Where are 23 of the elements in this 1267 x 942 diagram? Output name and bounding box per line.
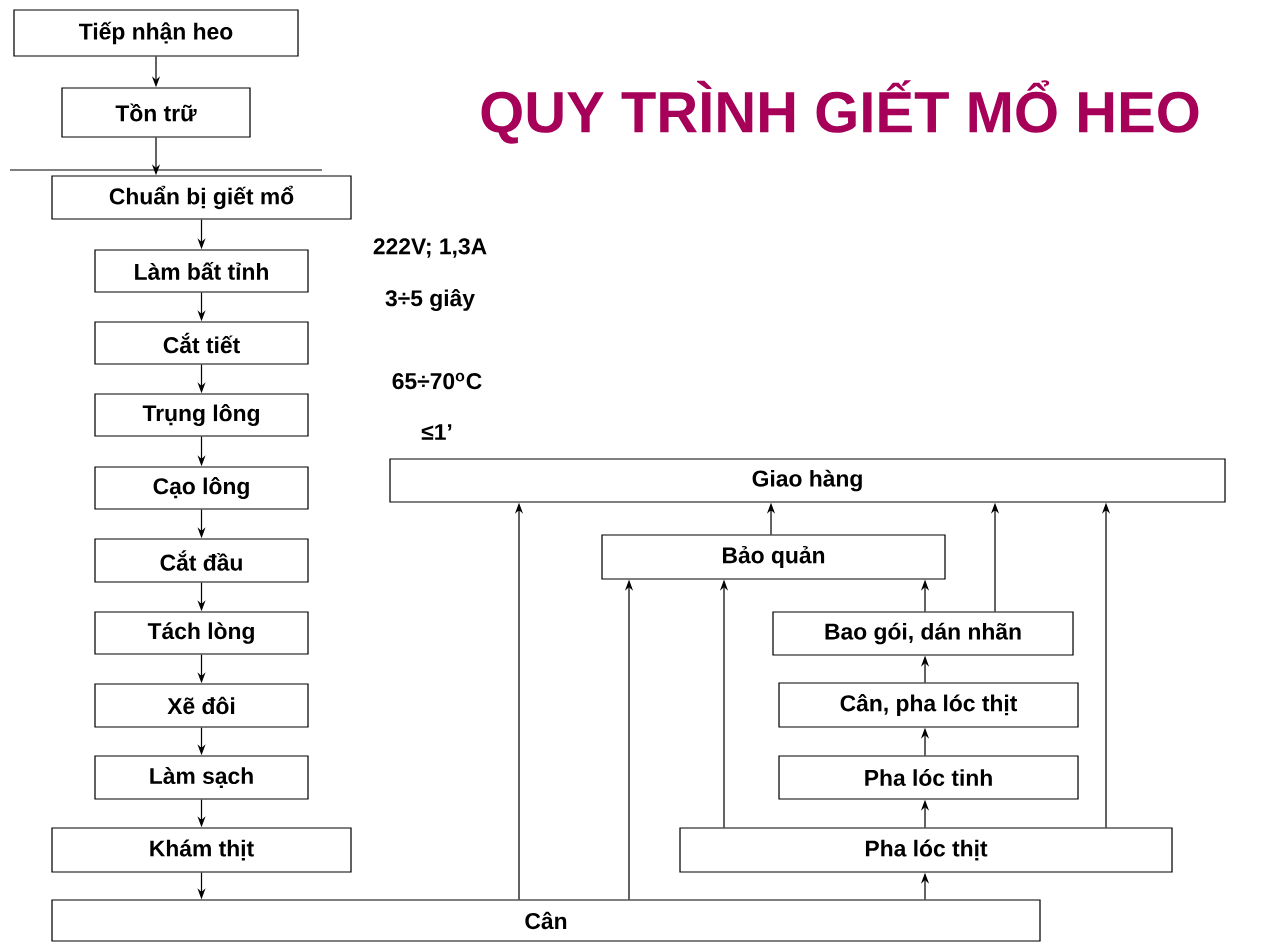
process-box: Bảo quản bbox=[601, 534, 946, 580]
process-box: Cạo lông bbox=[94, 466, 309, 510]
parameter-text: 3÷5 giây bbox=[385, 289, 475, 311]
process-box: Làm sạch bbox=[94, 755, 309, 800]
parameter-text: 65÷70$^{o}$C bbox=[392, 372, 482, 390]
process-box: Tồn trữ bbox=[61, 87, 251, 138]
process-box: Khám thịt bbox=[51, 827, 352, 873]
process-box: Giao hàng bbox=[389, 458, 1226, 503]
process-box: Cân, pha lóc thịt bbox=[778, 682, 1079, 728]
process-box: Tiếp nhận heo bbox=[13, 9, 299, 57]
process-box: Chuẩn bị giết mổ bbox=[51, 175, 352, 220]
process-box: Cân bbox=[51, 899, 1041, 942]
process-box: Tách lòng bbox=[94, 611, 309, 655]
process-box: Làm bất tỉnh bbox=[94, 249, 309, 293]
parameter-text: 222V; 1,3A bbox=[373, 238, 487, 258]
process-box: Pha lóc thịt bbox=[679, 827, 1173, 873]
title: QUY TRÌNH GIẾT MỔ HEO bbox=[481, 80, 1199, 144]
process-box: Trụng lông bbox=[94, 393, 309, 437]
process-box: Cắt tiết bbox=[94, 321, 309, 365]
process-box: Xẽ đôi bbox=[94, 683, 309, 728]
process-box: Cắt đầu bbox=[94, 538, 309, 583]
process-box: Bao gói, dán nhãn bbox=[772, 611, 1074, 656]
process-box: Pha lóc tinh bbox=[778, 755, 1079, 800]
